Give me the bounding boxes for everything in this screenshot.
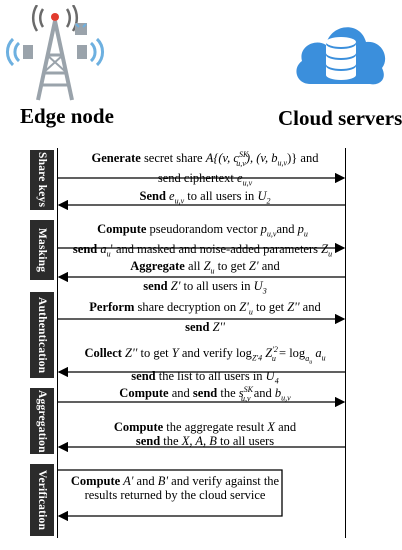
phase-verification: Verification <box>30 464 54 536</box>
phase-aggregation: Aggregation <box>30 388 54 454</box>
message-1: Generate secret share A{(v, cSKu,v), (v,… <box>91 150 319 188</box>
message-5: Perform share decryption on Z'u to get Z… <box>89 300 321 334</box>
phase-masking: Masking <box>30 220 54 280</box>
arrow-9-self <box>57 469 283 522</box>
cloud-database-icon <box>296 27 386 85</box>
cloud-servers-title: Cloud servers <box>278 106 402 130</box>
message-8: Compute the aggregate result X and send … <box>113 420 297 448</box>
message-2: Send eu,v to all users in U2 <box>139 189 271 206</box>
cell-tower-icon <box>6 5 104 101</box>
edge-node-title: Edge node <box>20 104 114 128</box>
edge-node-lifeline <box>57 148 58 538</box>
message-6: Collect Z'' to get Y and verify logZ'4 Z… <box>84 345 326 386</box>
message-3: Compute pseudorandom vector pu,vand pu s… <box>72 222 333 258</box>
cloud-servers-lifeline <box>345 148 346 538</box>
phase-share-keys: Share keys <box>30 150 54 210</box>
message-4: Aggregate all Zu to get Z' and send Z' t… <box>130 259 280 295</box>
message-7: Compute and send the sSKu,v and bu,v <box>119 385 291 403</box>
phase-authentication: Authentication <box>30 292 54 378</box>
message-9: Compute A' and B' and verify against the… <box>70 474 280 502</box>
